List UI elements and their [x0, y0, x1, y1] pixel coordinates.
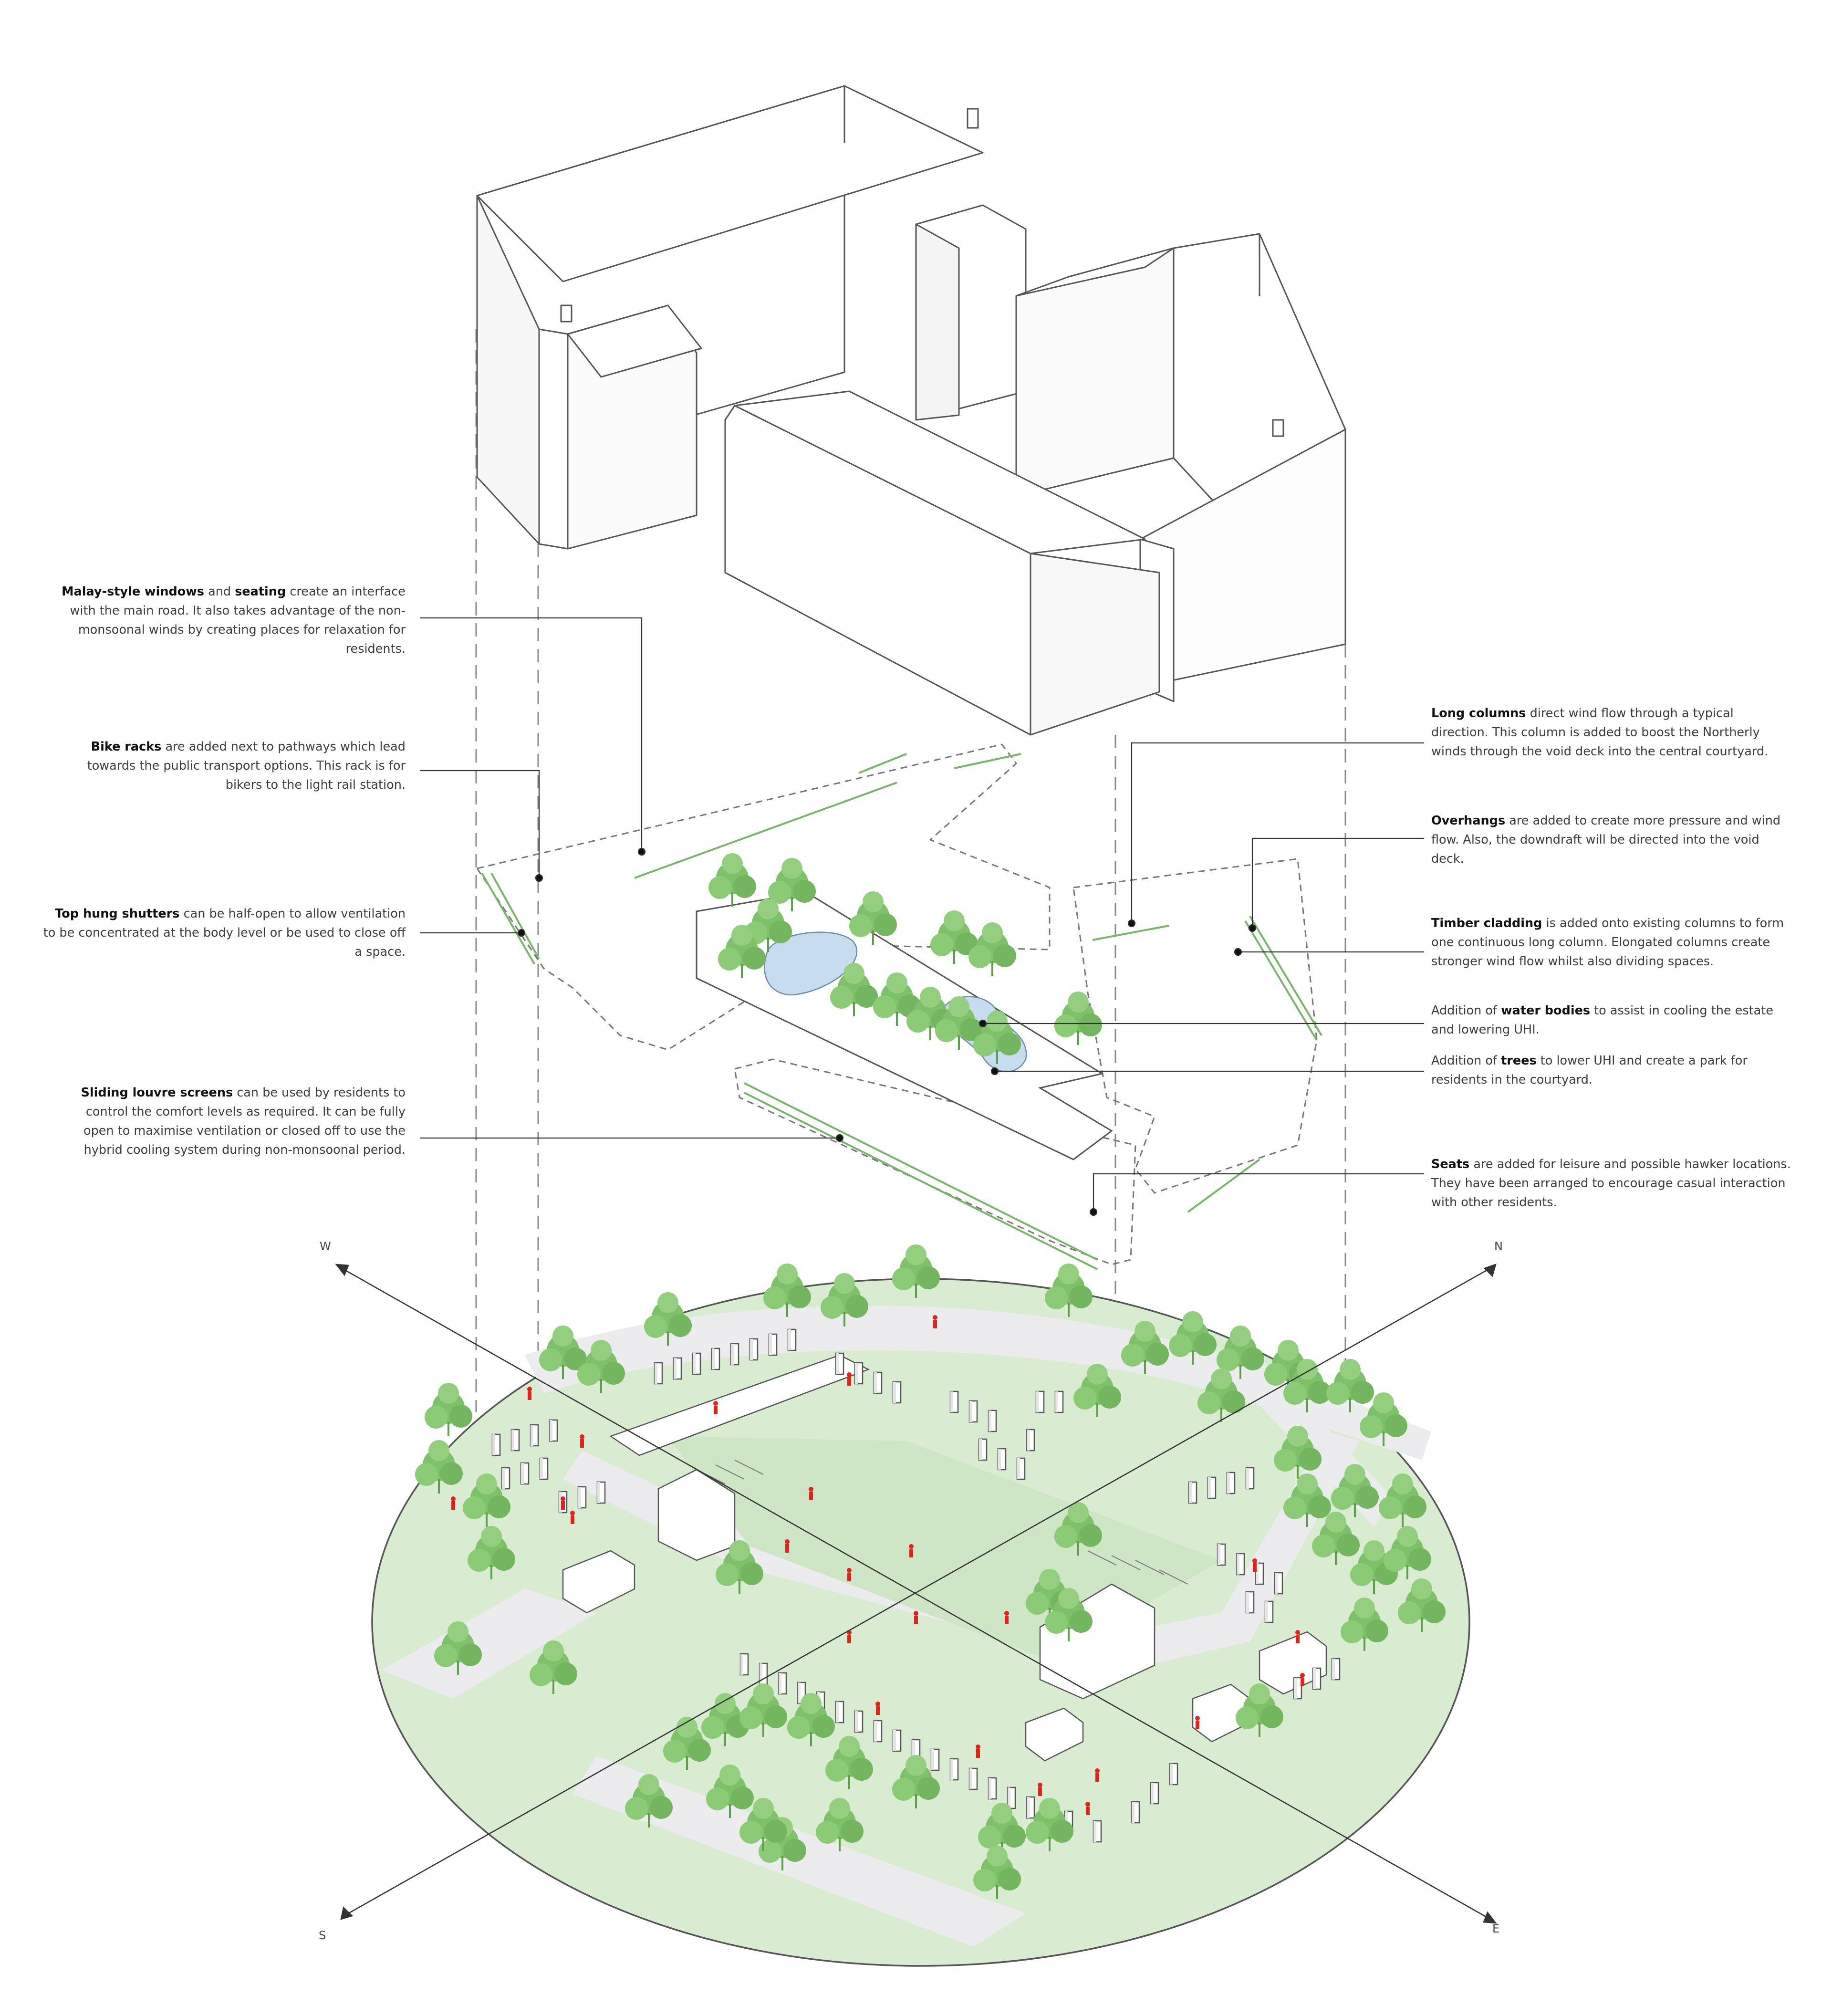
annotation-top-hung-shutters: Top hung shutters can be half-open to al…	[43, 907, 406, 959]
projection-lines	[475, 329, 1346, 1742]
annotation-malay-windows: Malay-style windows and seating create a…	[62, 585, 406, 656]
annotation-seats: Seats are added for leisure and possible…	[1431, 1157, 1791, 1210]
annotation-long-columns: Long columns direct wind flow through a …	[1431, 706, 1769, 759]
annotation-sliding-louvre-screens: Sliding louvre screens can be used by re…	[81, 1086, 406, 1157]
compass-north-label: N	[1494, 1240, 1503, 1253]
leader-lines	[420, 617, 1424, 1216]
annotation-timber-cladding: Timber cladding is added onto existing c…	[1431, 916, 1784, 969]
annotation-trees: Addition of trees to lower UHI and creat…	[1431, 1054, 1748, 1087]
annotation-water-bodies: Addition of water bodies to assist in co…	[1431, 1003, 1773, 1037]
annotation-bike-racks: Bike racks are added next to pathways wh…	[87, 740, 406, 792]
compass-axes	[335, 1264, 1497, 1924]
site-plan	[371, 1243, 1470, 1967]
void-deck-screens	[481, 753, 1322, 1270]
compass-south-label: S	[319, 1929, 326, 1942]
compass-east-label: E	[1492, 1922, 1500, 1935]
building-massing	[476, 85, 1346, 736]
annotation-overhangs: Overhangs are added to create more press…	[1431, 814, 1781, 866]
compass-west-label: W	[320, 1240, 331, 1253]
